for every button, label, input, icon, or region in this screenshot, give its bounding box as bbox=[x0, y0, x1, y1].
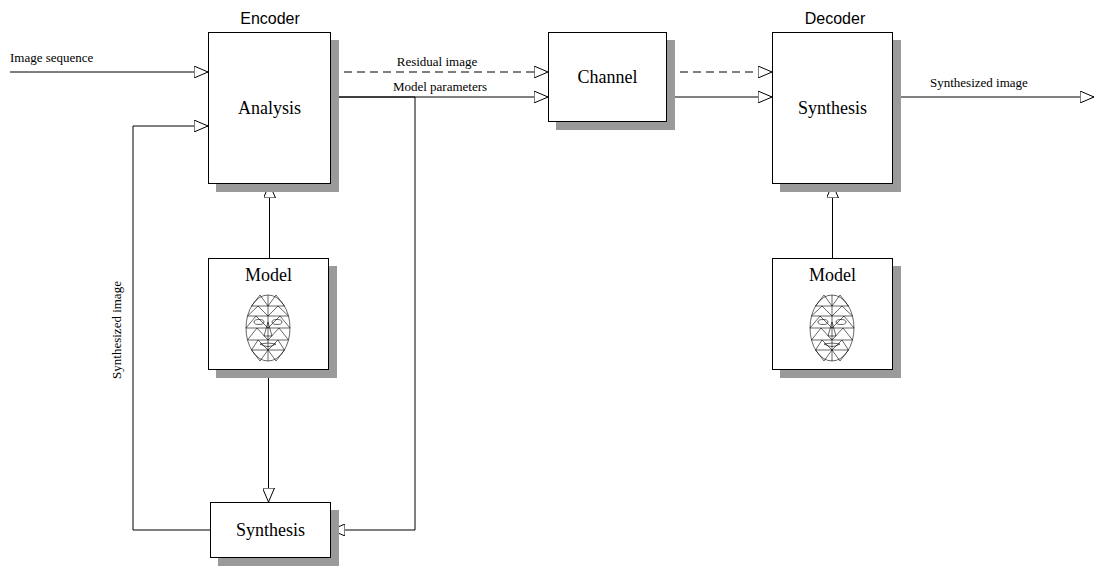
output-arrow bbox=[893, 97, 1094, 98]
edge-label: Synthesized image bbox=[109, 279, 124, 381]
dashed-arrow bbox=[667, 72, 772, 73]
flow-arrow bbox=[268, 370, 269, 502]
signal-name: Image sequence bbox=[10, 50, 93, 65]
node-label: Analysis bbox=[238, 98, 301, 119]
input-arrow bbox=[10, 72, 208, 73]
node-label: Model bbox=[245, 265, 292, 286]
node-label: Channel bbox=[578, 67, 638, 88]
edge-label: Model parameters bbox=[391, 79, 489, 94]
node-label: Model bbox=[809, 265, 856, 286]
process-box: Analysis bbox=[208, 32, 331, 184]
signal-name: Synthesized image bbox=[930, 75, 1028, 90]
flow-arrow bbox=[133, 126, 210, 530]
node-label: Synthesis bbox=[798, 98, 867, 119]
channel-box: Channel bbox=[548, 32, 667, 122]
edge-label: Residual image bbox=[395, 54, 480, 69]
flow-arrow bbox=[331, 97, 415, 530]
section-heading: Encoder bbox=[240, 9, 300, 28]
process-box: Synthesis bbox=[210, 502, 331, 558]
process-box: Synthesis bbox=[772, 32, 893, 184]
flow-arrow bbox=[667, 97, 772, 98]
section-heading: Decoder bbox=[805, 9, 865, 28]
flow-arrow bbox=[269, 184, 270, 258]
model-box: Model bbox=[208, 258, 329, 370]
face-wireframe bbox=[246, 295, 290, 361]
face-wireframe bbox=[810, 295, 854, 361]
node-label: Synthesis bbox=[236, 520, 305, 541]
model-box: Model bbox=[772, 258, 893, 370]
dashed-arrow bbox=[331, 72, 548, 73]
flow-arrow bbox=[832, 184, 833, 258]
